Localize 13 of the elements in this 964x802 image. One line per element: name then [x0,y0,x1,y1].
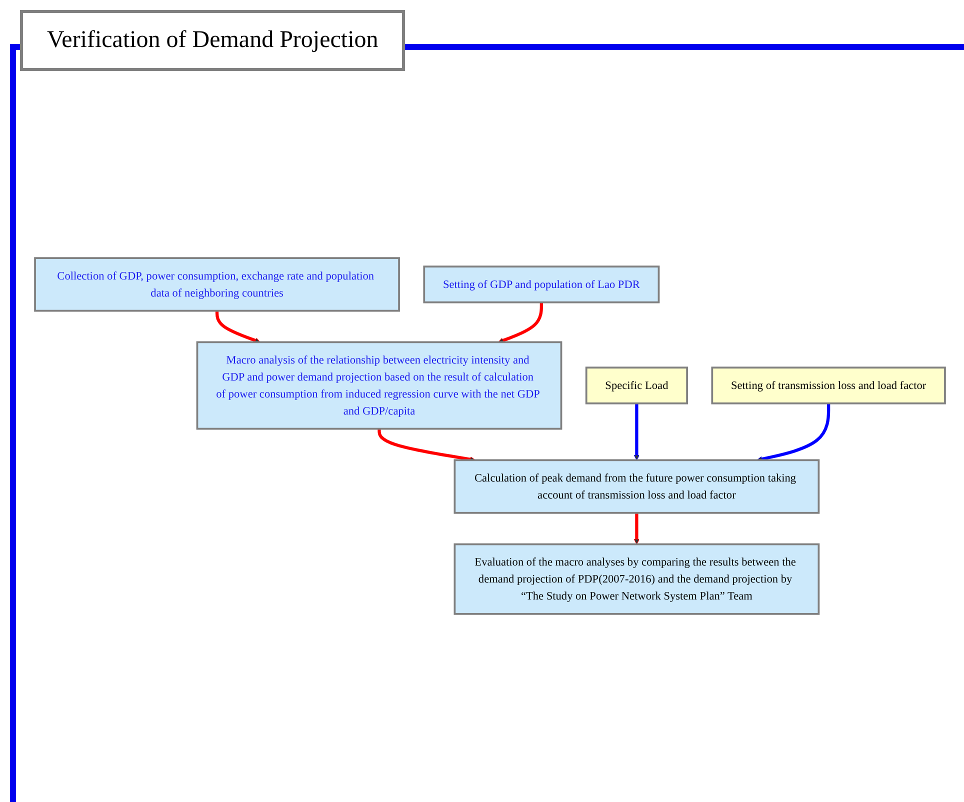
arrow [498,302,544,344]
title-box: Verification of Demand Projection [20,10,406,71]
node-box: Setting of GDP and population of Lao PDR [423,266,660,304]
node-box: Collection of GDP, power consumption, exchange rate and population data of neighboring countries [34,257,400,312]
arrow [634,512,640,545]
node-box: Setting of transmission loss and load factor [711,366,946,404]
node-box: Specific Load [585,366,688,404]
arrow [634,403,640,460]
node-box: Calculation of peak demand from the future power consumption taking account of transmission loss and load factor [454,459,820,514]
node-box: Macro analysis of the relationship between electricity intensity and GDP and power demand projection based on the result of calculation of power consumption from induced regression curve with the net GDP and GDP/capita [196,341,562,430]
node-box: Evaluation of the macro analyses by comparing the results between the demand projection of PDP(2007-2016) and the demand projection by “The Study on Power Network System Plan” Team [454,543,820,615]
arrow [215,310,260,344]
arrow [756,403,830,462]
